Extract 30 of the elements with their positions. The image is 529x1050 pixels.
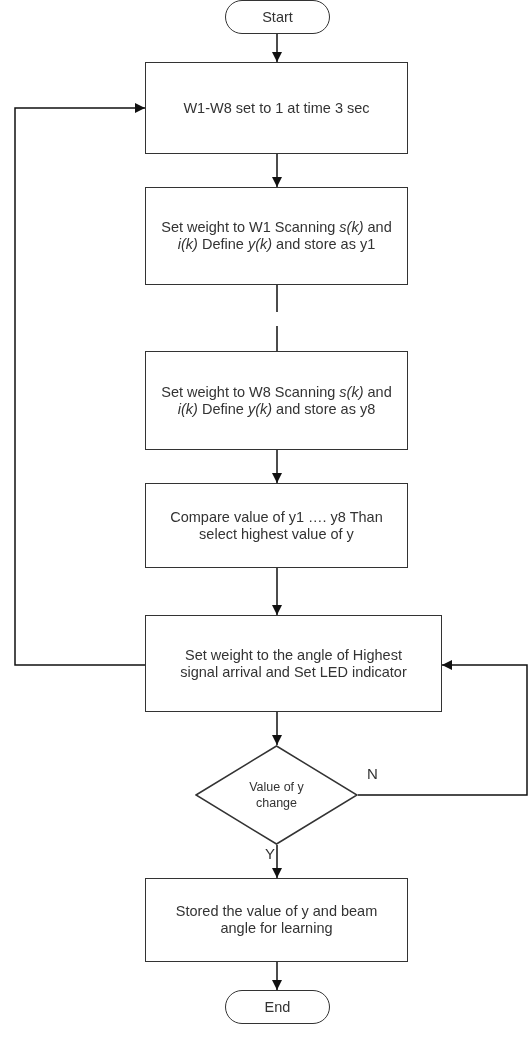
terminal-shape <box>225 990 330 1024</box>
terminal-shape <box>225 0 330 34</box>
arrow <box>272 711 282 746</box>
arrow <box>272 961 282 991</box>
process-box <box>145 62 408 154</box>
process-box <box>145 483 408 568</box>
node-text: Stored the value of y and beam angle for learning <box>174 903 379 937</box>
node-text: Compare value of y1 …. y8 Than select highest value of y <box>169 508 384 543</box>
node-text: Set weight to W1 Scanning s(k) and i(k) Define y(k) and store as y1 <box>160 219 393 253</box>
arrow <box>272 449 282 484</box>
node-text: Value of y change <box>248 779 305 811</box>
arrow <box>357 660 528 796</box>
arrow <box>272 33 282 63</box>
connector-line <box>276 284 278 352</box>
edge-label: N <box>366 766 379 782</box>
arrow <box>272 567 282 616</box>
process-box <box>145 615 442 712</box>
process-box <box>145 351 408 450</box>
node-text: W1-W8 set to 1 at time 3 sec <box>182 99 371 117</box>
edge-label: Y <box>264 846 276 862</box>
arrow <box>272 844 282 879</box>
decision-diamond <box>195 745 358 845</box>
node-text: Set weight to the angle of Highest signal arrival and Set LED indicator <box>179 646 408 681</box>
node-text: Set weight to W8 Scanning s(k) and i(k) Define y(k) and store as y8 <box>160 383 393 418</box>
process-box <box>145 878 408 962</box>
node-text: End <box>263 998 292 1016</box>
arrow <box>272 153 282 188</box>
node-text: Start <box>261 8 294 26</box>
process-box <box>145 187 408 285</box>
arrow <box>14 103 146 666</box>
